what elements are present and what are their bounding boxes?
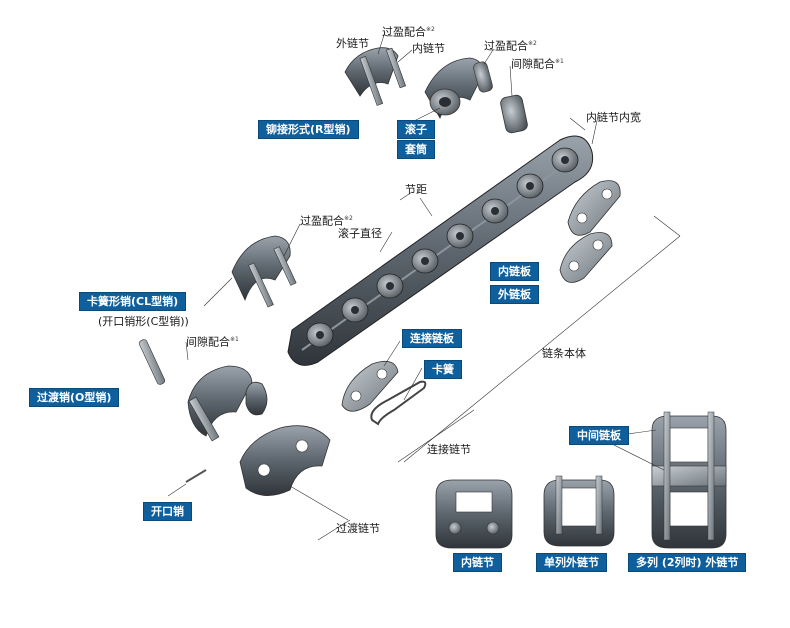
inner-plate-part (567, 180, 621, 236)
label-outer-link: 外链节 (336, 37, 369, 50)
offset-link-part (185, 365, 331, 496)
outer-link-part (344, 47, 407, 106)
box-inner-plate: 内链板 (490, 262, 539, 281)
outer-plate-part (559, 232, 613, 283)
label-clearance-fit-1: 间隙配合※1 (511, 57, 564, 71)
spring-clip-link-part (231, 235, 297, 308)
label-roller-diameter: 滚子直径 (338, 227, 382, 240)
box-middle-plate: 中间链板 (569, 426, 629, 445)
leader-lines (167, 31, 681, 541)
box-bushing: 套筒 (397, 140, 435, 159)
label-interference-fit-3: 过盈配合※2 (300, 214, 353, 228)
box-inner-link: 内链节 (453, 553, 502, 572)
label-offset-link: 过渡链节 (336, 522, 380, 535)
inner-link-sample (435, 479, 513, 549)
offset-pin-part (138, 339, 166, 385)
label-interference-fit-2: 过盈配合※2 (484, 39, 537, 53)
box-connecting-plate: 连接链板 (402, 329, 462, 348)
label-connecting-link: 连接链节 (427, 443, 471, 456)
multi-outer-link-sample (651, 411, 727, 549)
connecting-plate-part (341, 360, 427, 426)
box-single-outer-link: 单列外链节 (536, 553, 607, 572)
single-outer-link-sample (543, 475, 615, 547)
box-spring-clip: 卡簧 (424, 360, 462, 379)
label-chain-body: 链条本体 (542, 347, 586, 360)
box-roller: 滚子 (397, 120, 435, 139)
box-spring-clip-type: 卡簧形销(CL型销) (79, 292, 187, 311)
box-outer-plate: 外链板 (490, 285, 539, 304)
box-offset-pin: 过渡销(O型销) (29, 388, 120, 407)
chain-body (287, 135, 594, 366)
box-cotter-pin: 开口销 (143, 502, 192, 521)
label-pitch: 节距 (405, 183, 427, 196)
label-interference-fit-1: 过盈配合※2 (382, 25, 435, 39)
box-multi-outer-link: 多列 (2列时) 外链节 (628, 553, 747, 572)
label-clearance-fit-2: 间隙配合※1 (186, 335, 239, 349)
label-inner-link-top: 内链节 (412, 42, 445, 55)
label-inner-width: 内链节内宽 (586, 111, 641, 124)
inner-link-part (424, 57, 528, 134)
box-riveted-type: 铆接形式(R型销) (258, 120, 359, 139)
label-open-pin-note: (开口销形(C型销)) (98, 315, 189, 328)
